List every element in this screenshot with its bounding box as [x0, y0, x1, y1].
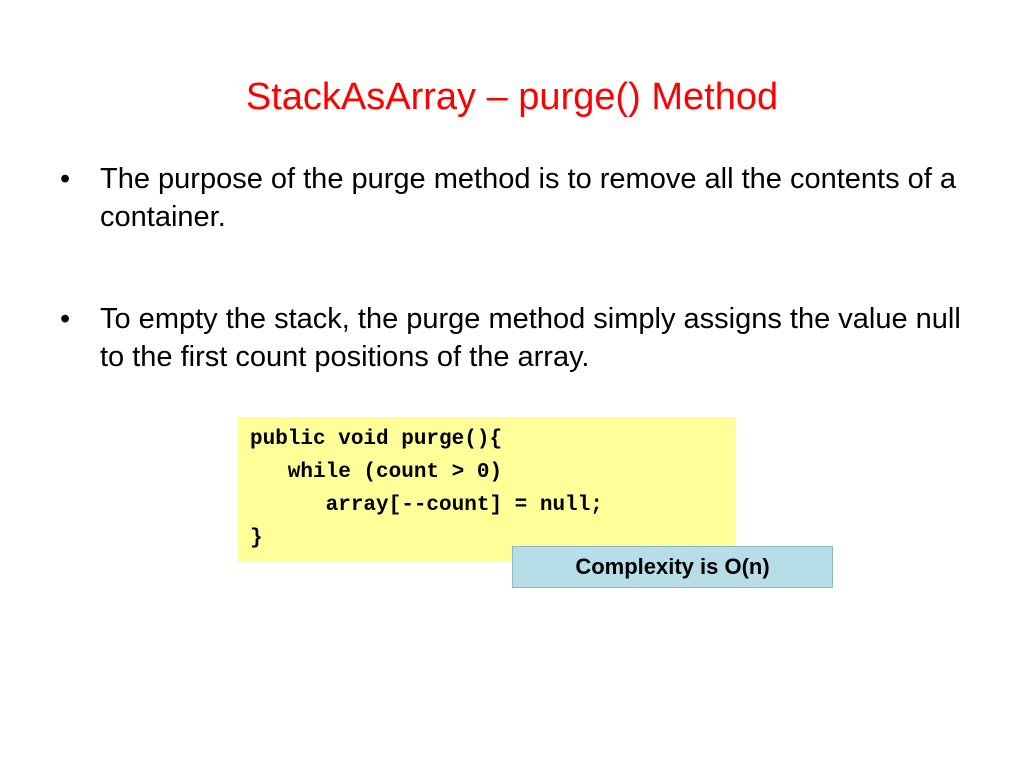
bullet-marker: •: [60, 303, 71, 335]
bullet-text: The purpose of the purge method is to re…: [100, 163, 957, 233]
code-line: array[--count] = null;: [250, 494, 603, 517]
bullet-item: • The purpose of the purge method is to …: [60, 160, 990, 236]
code-block: public void purge(){ while (count > 0) a…: [238, 417, 736, 562]
bullet-item: • To empty the stack, the purge method s…: [60, 300, 990, 376]
bullet-marker: •: [60, 163, 71, 195]
code-line: public void purge(){: [250, 428, 503, 451]
code-line: }: [250, 527, 263, 550]
bullet-list: • The purpose of the purge method is to …: [60, 160, 990, 376]
complexity-callout: Complexity is O(n): [512, 546, 833, 588]
slide-title: StackAsArray – purge() Method: [245, 76, 779, 118]
bullet-text: To empty the stack, the purge method sim…: [100, 303, 961, 373]
code-line: while (count > 0): [250, 461, 503, 484]
